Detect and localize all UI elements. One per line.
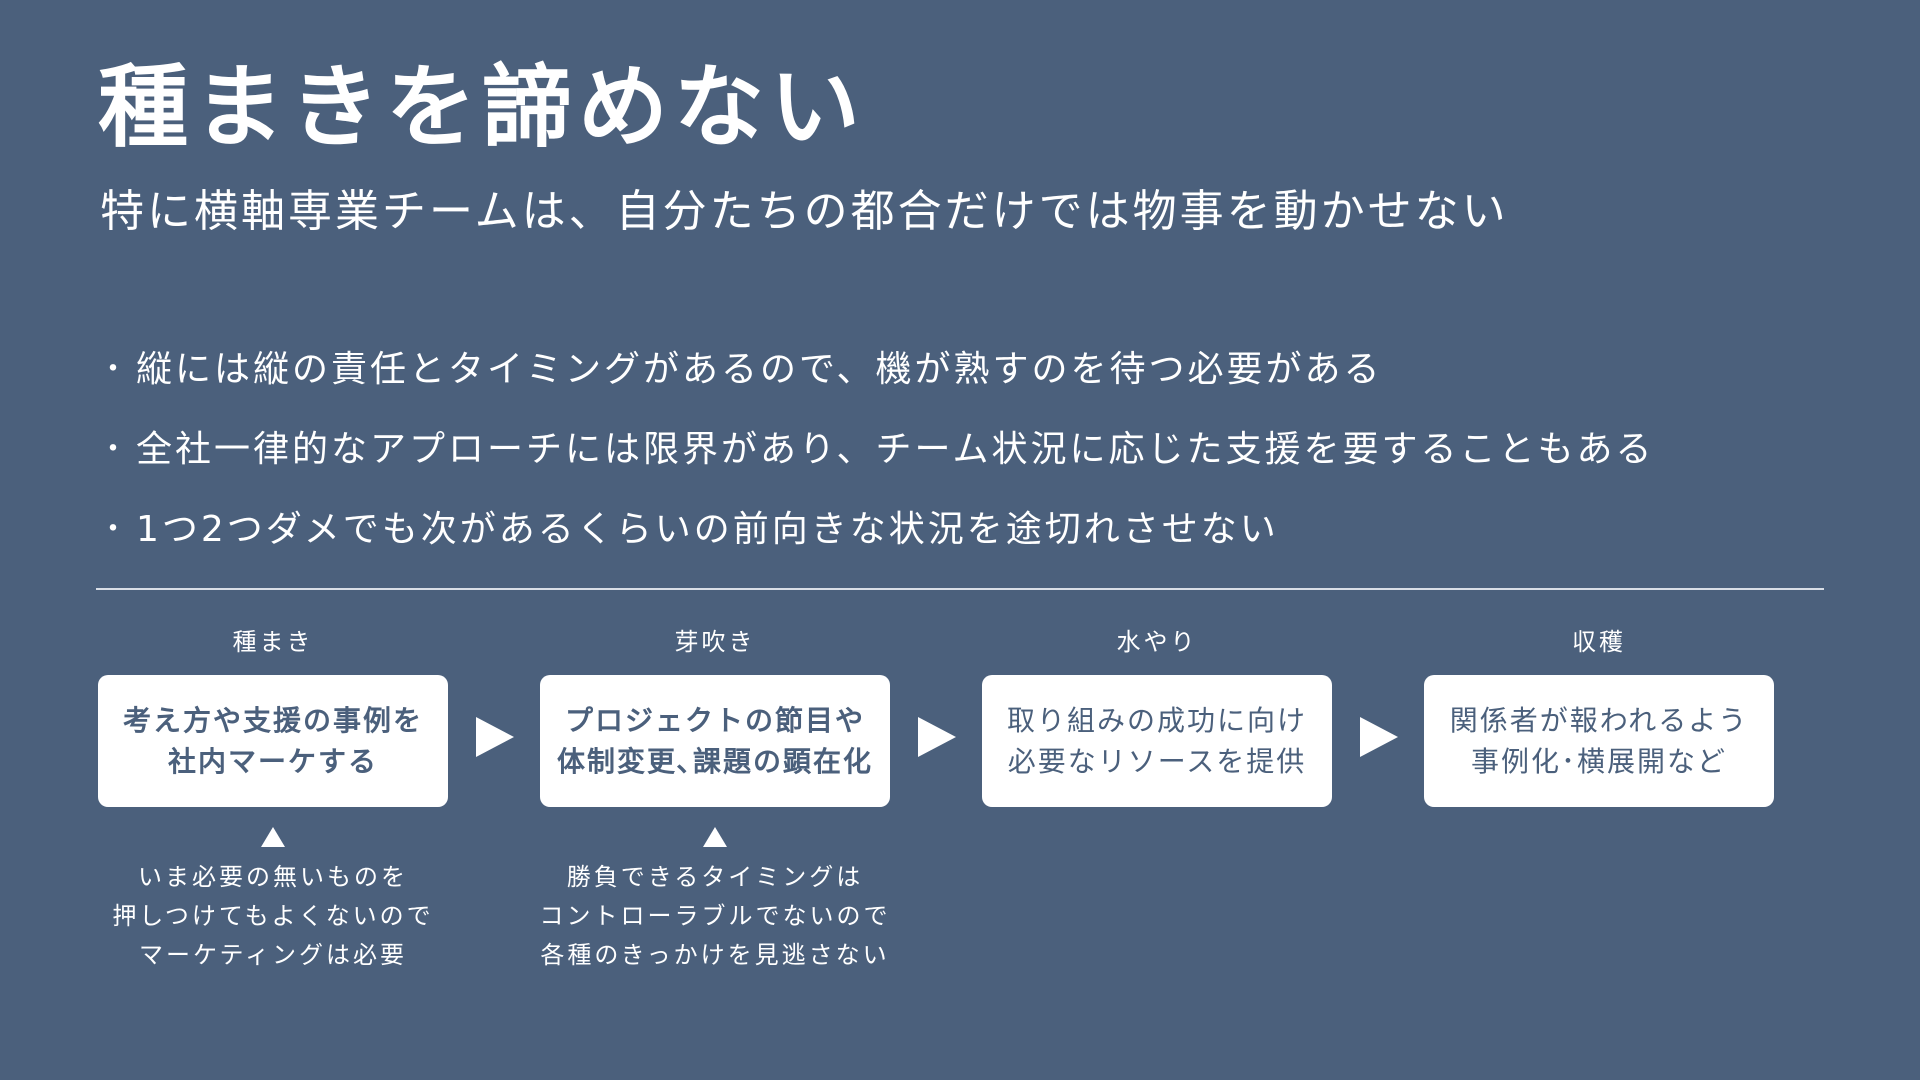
stage-note-seeding: いま必要の無いものを 押しつけてもよくないので マーケティングは必要 [73, 858, 473, 975]
stage-box-text: 関係者が報われるよう 事例化･横展開など [1450, 700, 1749, 782]
stage-box-text: 考え方や支援の事例を 社内マーケする [123, 700, 423, 782]
stage-box-watering: 取り組みの成功に向け 必要なリソースを提供 [982, 675, 1332, 807]
stage-note-sprouting: 勝負できるタイミングは コントローラブルでないので 各種のきっかけを見逃さない [515, 858, 915, 975]
stage-box-line: 関係者が報われるよう [1449, 704, 1749, 737]
bullet-list: ・ 縦には縦の責任とタイミングがあるので、機が熟すのを待つ必要がある ・ 全社一… [98, 326, 1654, 566]
triangle-up-icon [261, 827, 285, 847]
slide-subtitle: 特に横軸専業チームは、自分たちの都合だけでは物事を動かせない [100, 186, 1509, 237]
stage-box-line: 取り組みの成功に向け [1006, 704, 1307, 737]
stage-label-harvest: 収穫 [1572, 628, 1626, 656]
bullet-marker: ・ [98, 432, 131, 467]
stage-box-line: 体制変更､課題の顕在化 [556, 745, 873, 778]
stage-box-line: プロジェクトの節目や [564, 704, 865, 737]
slide-title: 種まきを諦めない [98, 54, 866, 160]
play-triangle-right-icon [476, 717, 514, 757]
note-line: マーケティングは必要 [138, 941, 408, 969]
stage-box-line: 事例化･横展開など [1470, 745, 1727, 778]
stage-box-text: プロジェクトの節目や 体制変更､課題の顕在化 [557, 700, 873, 782]
bullet-marker: ・ [98, 352, 131, 387]
stage-label-seeding: 種まき [232, 628, 314, 656]
note-line: いま必要の無いものを [138, 863, 408, 891]
triangle-up-icon [703, 827, 727, 847]
play-triangle-right-icon [1360, 717, 1398, 757]
note-line: 勝負できるタイミングは [566, 863, 864, 891]
stage-box-sprouting: プロジェクトの節目や 体制変更､課題の顕在化 [540, 675, 890, 807]
stage-box-harvest: 関係者が報われるよう 事例化･横展開など [1424, 675, 1774, 807]
bullet-text: 縦には縦の責任とタイミングがあるので、機が熟すのを待つ必要がある [136, 349, 1383, 390]
play-triangle-right-icon [918, 717, 956, 757]
stage-box-text: 取り組みの成功に向け 必要なリソースを提供 [1007, 700, 1307, 782]
note-line: コントローラブルでないので [539, 902, 891, 930]
note-line: 各種のきっかけを見逃さない [540, 941, 890, 969]
bullet-item: ・ 全社一律的なアプローチには限界があり、チーム状況に応じた支援を要することもあ… [98, 406, 1654, 486]
stage-label-sprouting: 芽吹き [674, 628, 756, 656]
stage-box-line: 社内マーケする [167, 745, 378, 778]
bullet-text: 1つ2つダメでも次があるくらいの前向きな状況を途切れさせない [136, 509, 1279, 550]
stage-box-seeding: 考え方や支援の事例を 社内マーケする [98, 675, 448, 807]
bullet-marker: ・ [98, 512, 131, 547]
stage-box-line: 考え方や支援の事例を [122, 704, 423, 737]
bullet-item: ・ 1つ2つダメでも次があるくらいの前向きな状況を途切れさせない [98, 486, 1654, 566]
section-divider [96, 588, 1824, 590]
bullet-item: ・ 縦には縦の責任とタイミングがあるので、機が熟すのを待つ必要がある [98, 326, 1654, 406]
note-line: 押しつけてもよくないので [112, 902, 434, 930]
stage-box-line: 必要なリソースを提供 [1007, 745, 1307, 778]
stage-label-watering: 水やり [1116, 628, 1198, 656]
bullet-text: 全社一律的なアプローチには限界があり、チーム状況に応じた支援を要することもある [136, 429, 1655, 470]
